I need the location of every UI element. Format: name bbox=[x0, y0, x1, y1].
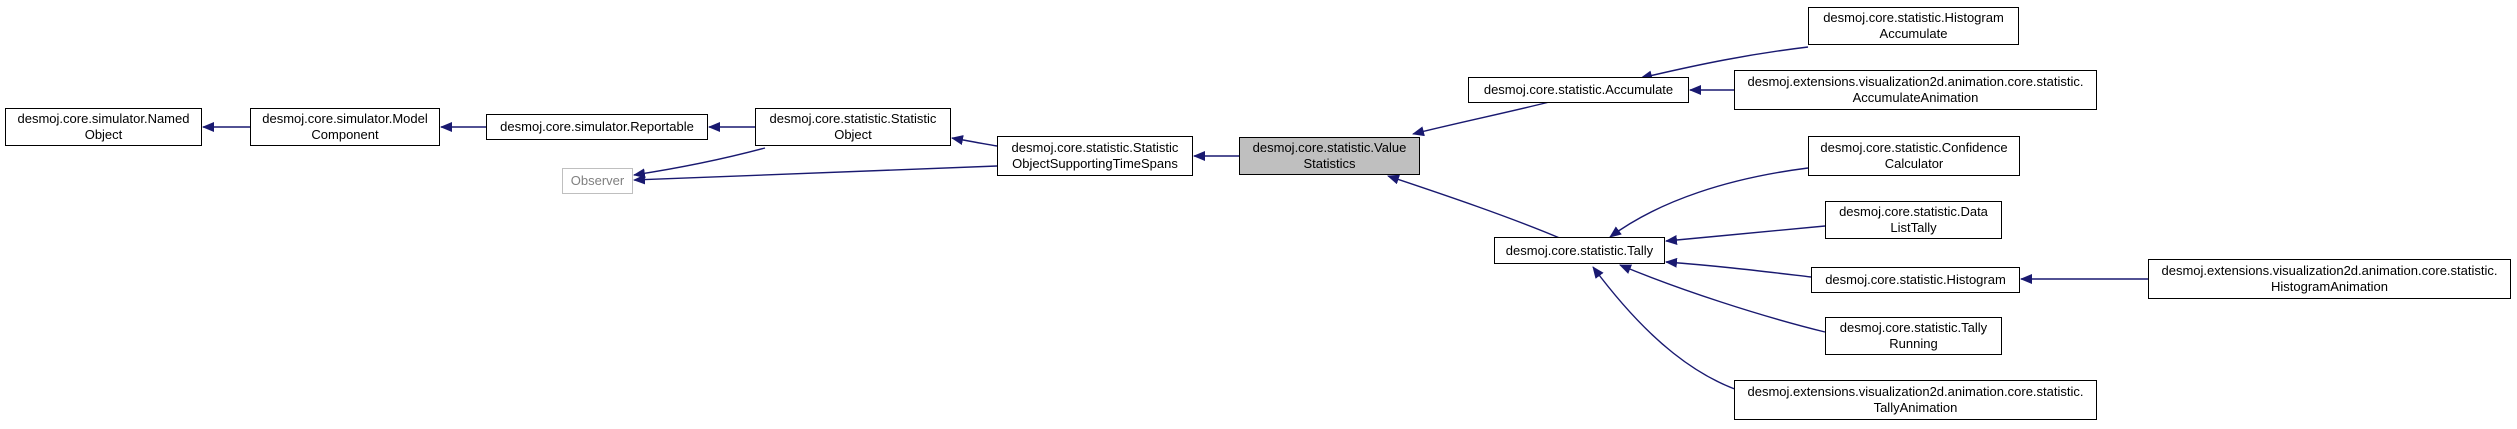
node-data-list-tally-line2: ListTally bbox=[1890, 220, 1937, 235]
node-confidence-calculator[interactable]: desmoj.core.statistic.Confidence Calcula… bbox=[1808, 136, 2020, 176]
node-value-statistics[interactable]: desmoj.core.statistic.Value Statistics bbox=[1239, 137, 1420, 175]
node-accumulate-animation-line1: desmoj.extensions.visualization2d.animat… bbox=[1747, 74, 2084, 89]
node-statistic-object-line1: desmoj.core.statistic.Statistic bbox=[769, 111, 937, 126]
node-tally-running-line1: desmoj.core.statistic.Tally bbox=[1839, 320, 1988, 335]
node-histogram-animation[interactable]: desmoj.extensions.visualization2d.animat… bbox=[2148, 259, 2511, 299]
node-accumulate-animation-line2: AccumulateAnimation bbox=[1852, 90, 1979, 105]
node-histogram-line1: desmoj.core.statistic.Histogram bbox=[1825, 272, 2006, 287]
node-statistic-object-time-spans-line1: desmoj.core.statistic.Statistic bbox=[1011, 140, 1179, 155]
edge-data-list-tally-to-tally bbox=[1665, 225, 1826, 245]
node-value-statistics-line1: desmoj.core.statistic.Value bbox=[1252, 140, 1407, 155]
node-model-component[interactable]: desmoj.core.simulator.Model Component bbox=[250, 108, 440, 146]
edge-statistic-object-to-observer bbox=[633, 147, 766, 179]
edge-tally-to-value-statistics bbox=[1387, 174, 1563, 240]
node-model-component-line1: desmoj.core.simulator.Model bbox=[262, 111, 428, 126]
node-confidence-calculator-line1: desmoj.core.statistic.Confidence bbox=[1820, 140, 2008, 155]
node-histogram-animation-line2: HistogramAnimation bbox=[2270, 279, 2389, 294]
node-histogram-animation-line1: desmoj.extensions.visualization2d.animat… bbox=[2161, 263, 2498, 278]
node-named-object-line1: desmoj.core.simulator.Named bbox=[17, 111, 190, 126]
node-observer[interactable]: Observer bbox=[562, 168, 633, 194]
node-tally-animation-line1: desmoj.extensions.visualization2d.animat… bbox=[1747, 384, 2084, 399]
node-confidence-calculator-line2: Calculator bbox=[1884, 156, 1944, 171]
node-statistic-object-line2: Object bbox=[834, 127, 872, 142]
node-tally-line1: desmoj.core.statistic.Tally bbox=[1505, 242, 1654, 258]
edge-histogram-to-tally bbox=[1665, 257, 1812, 278]
node-named-object-line2: Object bbox=[84, 127, 123, 142]
node-statistic-object-time-spans-line2: ObjectSupportingTimeSpans bbox=[1012, 156, 1178, 171]
edge-time-spans-to-statistic-object bbox=[951, 135, 998, 147]
node-accumulate-animation[interactable]: desmoj.extensions.visualization2d.animat… bbox=[1734, 70, 2097, 110]
edge-time-spans-to-observer bbox=[633, 165, 998, 185]
edge-tally-running-to-tally bbox=[1619, 264, 1826, 333]
node-tally-running[interactable]: desmoj.core.statistic.Tally Running bbox=[1825, 317, 2002, 355]
node-data-list-tally-line1: desmoj.core.statistic.Data bbox=[1839, 204, 1988, 219]
node-histogram-accumulate-line2: Accumulate bbox=[1879, 26, 1948, 41]
node-tally-running-line2: Running bbox=[1889, 336, 1938, 351]
node-histogram-accumulate[interactable]: desmoj.core.statistic.Histogram Accumula… bbox=[1808, 7, 2019, 45]
node-tally-animation[interactable]: desmoj.extensions.visualization2d.animat… bbox=[1734, 380, 2097, 420]
node-reportable[interactable]: desmoj.core.simulator.Reportable bbox=[486, 114, 708, 140]
edge-accumulate-to-value-statistics bbox=[1412, 97, 1566, 137]
node-tally[interactable]: desmoj.core.statistic.Tally bbox=[1494, 237, 1665, 264]
node-data-list-tally[interactable]: desmoj.core.statistic.Data ListTally bbox=[1825, 201, 2002, 239]
node-histogram-accumulate-line1: desmoj.core.statistic.Histogram bbox=[1823, 10, 2004, 25]
node-value-statistics-line2: Statistics bbox=[1303, 156, 1356, 171]
node-statistic-object[interactable]: desmoj.core.statistic.Statistic Object bbox=[755, 108, 951, 146]
edge-histogram-accumulate-to-accumulate bbox=[1640, 46, 1809, 81]
node-reportable-line1: desmoj.core.simulator.Reportable bbox=[500, 119, 694, 134]
node-accumulate[interactable]: desmoj.core.statistic.Accumulate bbox=[1468, 77, 1689, 103]
edge-confidence-calculator-to-tally bbox=[1609, 167, 1809, 238]
node-statistic-object-time-spans[interactable]: desmoj.core.statistic.Statistic ObjectSu… bbox=[997, 136, 1193, 176]
node-tally-animation-line2: TallyAnimation bbox=[1873, 400, 1958, 415]
node-model-component-line2: Component bbox=[311, 127, 379, 142]
node-accumulate-line1: desmoj.core.statistic.Accumulate bbox=[1483, 82, 1674, 97]
node-named-object[interactable]: desmoj.core.simulator.Named Object bbox=[5, 108, 202, 146]
node-observer-line1: Observer bbox=[570, 173, 625, 188]
node-histogram[interactable]: desmoj.core.statistic.Histogram bbox=[1811, 267, 2020, 293]
